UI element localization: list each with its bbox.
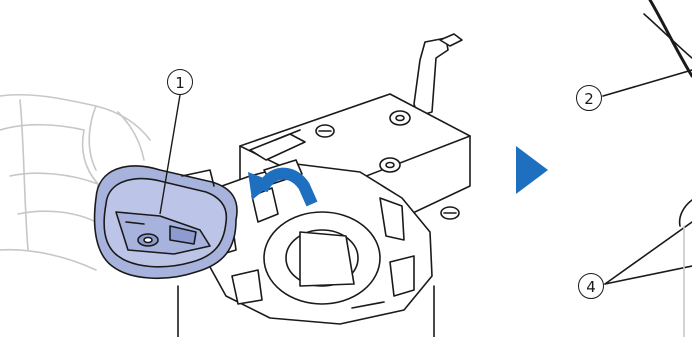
next-step-arrow-icon — [516, 146, 548, 194]
right-panel-detail — [603, 0, 692, 337]
callout-1: 1 — [167, 69, 193, 95]
callout-2: 2 — [576, 85, 602, 111]
callout-4: 4 — [578, 273, 604, 299]
